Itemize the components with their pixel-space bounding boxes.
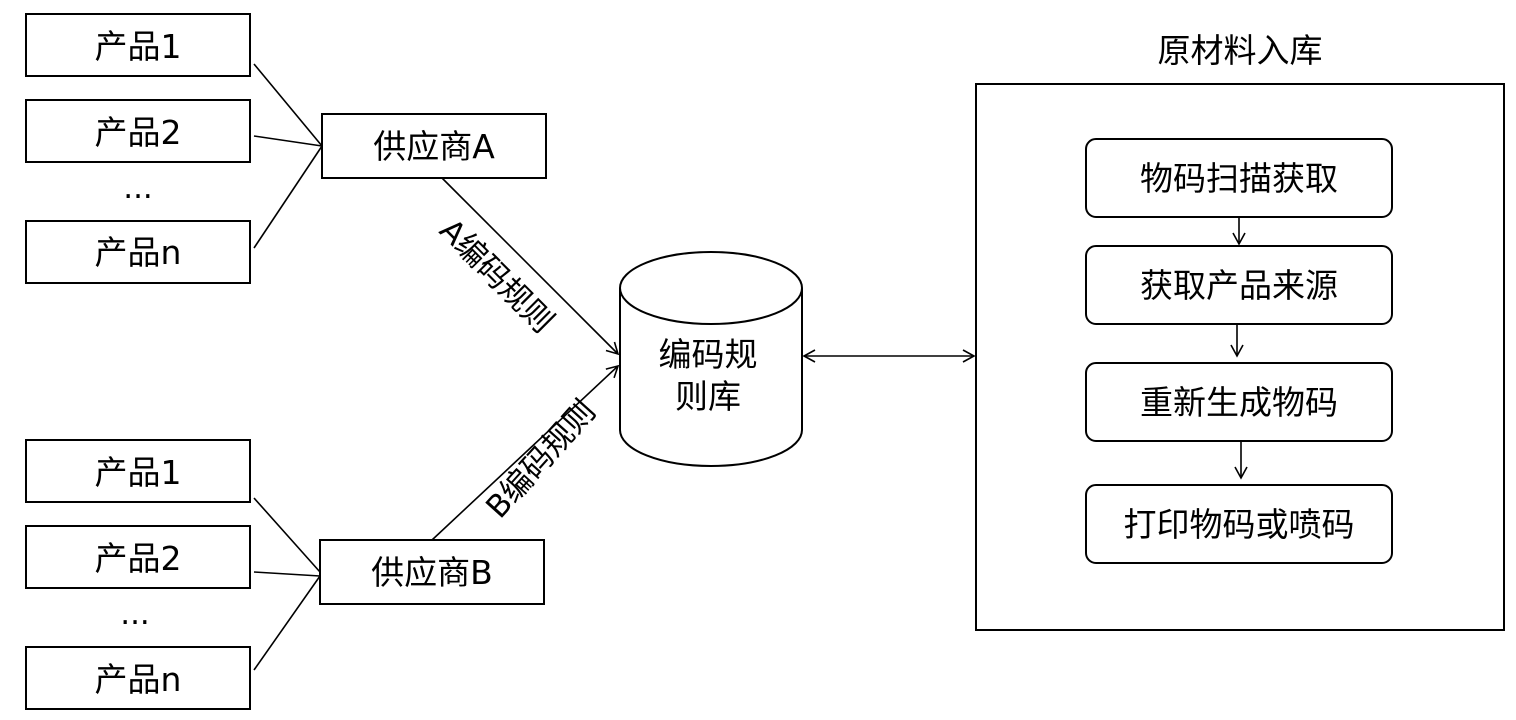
arrow-b-to-db <box>431 364 620 541</box>
connector-a-p1 <box>253 63 323 147</box>
arrow-a-to-db <box>441 177 620 356</box>
connector-b-pn <box>253 575 321 671</box>
step-4-box <box>1085 484 1393 564</box>
database-label-line2: 则库 <box>675 377 741 416</box>
supplier-b-product-1-box <box>25 439 251 503</box>
intake-panel: 原材料入库 物码扫描获取 获取产品来源 重新生成物码 打印物码或喷码 <box>975 31 1505 631</box>
supplier-a-product-n-box <box>25 220 251 284</box>
supplier-a-product-2-box <box>25 99 251 163</box>
supplier-a-label: 供应商A <box>373 127 495 166</box>
step-1-box <box>1085 138 1393 218</box>
step-2-box <box>1085 245 1393 325</box>
supplier-a-ellipsis: ... <box>123 170 153 206</box>
supplier-b-group: 产品1 产品2 ... 产品n 供应商B <box>25 439 545 710</box>
step-2-label: 获取产品来源 <box>1140 266 1338 305</box>
supplier-b-product-1-label: 产品1 <box>95 453 182 492</box>
supplier-a-product-n-label: 产品n <box>95 233 182 272</box>
connector-a-pn <box>253 145 323 249</box>
step-3-box <box>1085 362 1393 442</box>
supplier-b-label: 供应商B <box>371 553 493 592</box>
connector-b-p1 <box>253 497 321 573</box>
supplier-b-product-2-box <box>25 525 251 589</box>
connector-a-p2 <box>253 135 323 147</box>
supplier-b-product-2-label: 产品2 <box>95 539 182 578</box>
connector-b-p2 <box>253 571 321 577</box>
supplier-b-product-n-box <box>25 646 251 710</box>
step-4-label: 打印物码或喷码 <box>1124 505 1355 544</box>
supplier-a-group: 产品1 产品2 ... 产品n 供应商A <box>25 13 547 284</box>
supplier-a-box <box>321 113 547 179</box>
intake-title: 原材料入库 <box>1158 31 1323 70</box>
supplier-b-ellipsis: ... <box>120 596 150 632</box>
step-3-label: 重新生成物码 <box>1140 383 1338 422</box>
supplier-a-product-1-label: 产品1 <box>95 27 182 66</box>
database-cylinder: 编码规 则库 <box>619 251 803 467</box>
step-1-label: 物码扫描获取 <box>1140 159 1338 198</box>
supplier-b-product-n-label: 产品n <box>95 660 182 699</box>
supplier-a-product-1-box <box>25 13 251 77</box>
database-label-line1: 编码规 <box>659 335 758 374</box>
supplier-a-product-2-label: 产品2 <box>95 113 182 152</box>
rule-b-label: B编码规则 <box>479 393 603 525</box>
